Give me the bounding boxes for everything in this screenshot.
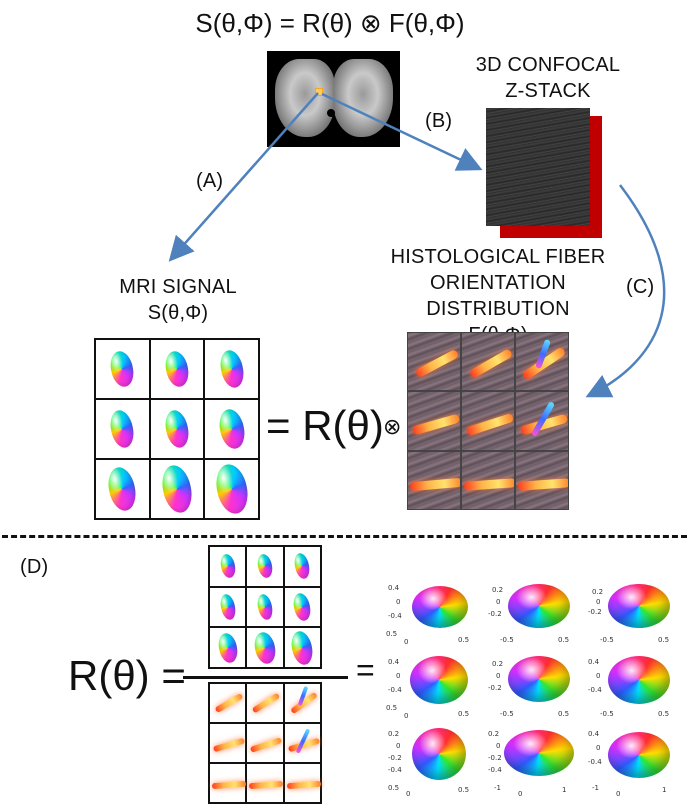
odf-glyph <box>107 349 137 389</box>
odf-glyph <box>215 631 240 665</box>
arrow-a-label: (A) <box>196 170 224 192</box>
kernel-plot: 0.2 0 -0.2 -0.5 0.5 <box>488 584 570 644</box>
kernel-sphere <box>412 728 466 780</box>
odf-glyph <box>215 406 248 452</box>
histo-fiber-grid <box>407 332 569 510</box>
kernel-plot: 0.4 0 -0.4 -0.5 0.5 <box>588 656 670 718</box>
odf-glyph <box>158 462 196 516</box>
middle-otimes: ⊗ <box>383 414 402 439</box>
r-theta-equals: R(θ) = <box>68 652 186 699</box>
kernel-plot: 0.4 0 -0.4 0.5 0 0.5 <box>386 584 470 646</box>
kernel-sphere <box>608 732 670 778</box>
middle-equals-r: = R(θ) <box>266 402 384 449</box>
odf-glyph <box>216 348 247 390</box>
confocal-zstack-cube <box>486 108 606 240</box>
result-equals: = <box>356 652 375 688</box>
odf-glyph <box>218 553 237 580</box>
odf-glyph <box>162 349 192 389</box>
brain-hemisphere-left <box>275 59 335 137</box>
mri-signal-label: MRI SIGNAL S(θ,Φ) <box>119 276 237 324</box>
confocal-label: 3D CONFOCAL Z-STACK <box>475 54 621 102</box>
odf-glyph <box>251 629 279 666</box>
histo-label: HISTOLOGICAL FIBER ORIENTATION DISTRIBUT… <box>390 246 606 346</box>
mri-signal-grid <box>94 338 260 520</box>
odf-glyph <box>105 464 140 514</box>
arrows-layer <box>168 92 666 398</box>
kernel-sphere <box>412 586 468 628</box>
cube-front <box>486 108 590 226</box>
odf-glyph <box>107 408 138 450</box>
odf-glyph <box>291 591 314 623</box>
kernel-plot: 0.2 0 -0.2 -0.5 0.5 <box>578 580 676 654</box>
arrow-b-label: (B) <box>425 110 453 132</box>
kernel-plot: 0.2 0 -0.2 -0.4 0.5 0 0.5 <box>388 728 470 798</box>
odf-glyph <box>162 408 192 450</box>
kernel-sphere <box>508 656 570 702</box>
odf-glyph <box>218 592 238 622</box>
roi-marker <box>315 88 323 96</box>
odf-glyph <box>292 552 312 581</box>
brain-ventricle <box>327 109 335 117</box>
denominator-fiber-grid <box>208 682 322 804</box>
kernel-sphere <box>608 656 670 704</box>
kernel-plots: 0.4 0 -0.4 0.5 0 0.5 0.2 0 -0.2 -0.5 0.5… <box>378 580 678 805</box>
arrow-a <box>168 92 319 262</box>
kernel-plot: 0.2 0 -0.2 -0.5 0.5 <box>478 654 576 728</box>
kernel-sphere <box>608 584 670 628</box>
kernel-sphere <box>410 656 468 704</box>
arrow-b <box>321 92 483 171</box>
kernel-sphere <box>504 730 574 776</box>
top-equation: S(θ,Φ) = R(θ) ⊗ F(θ,Φ) <box>195 8 465 38</box>
section-divider <box>2 535 687 538</box>
odf-glyph <box>288 628 316 667</box>
odf-glyph <box>255 592 275 622</box>
arrow-c <box>585 184 666 398</box>
panel-d-label: (D) <box>20 556 49 578</box>
kernel-plot: 0.4 0 -0.4 0.5 0 0.5 <box>386 656 470 720</box>
odf-glyph <box>211 461 252 517</box>
arrow-c-label: (C) <box>626 276 655 298</box>
kernel-plot: 0.2 0 -0.2 -0.4 -1 0 1 <box>478 728 576 802</box>
fraction-bar <box>183 676 348 679</box>
kernel-plot: 0.4 0 -0.4 -1 0 1 <box>578 728 676 802</box>
odf-glyph <box>255 553 275 580</box>
numerator-mri-grid <box>208 545 322 669</box>
kernel-sphere <box>508 584 570 628</box>
